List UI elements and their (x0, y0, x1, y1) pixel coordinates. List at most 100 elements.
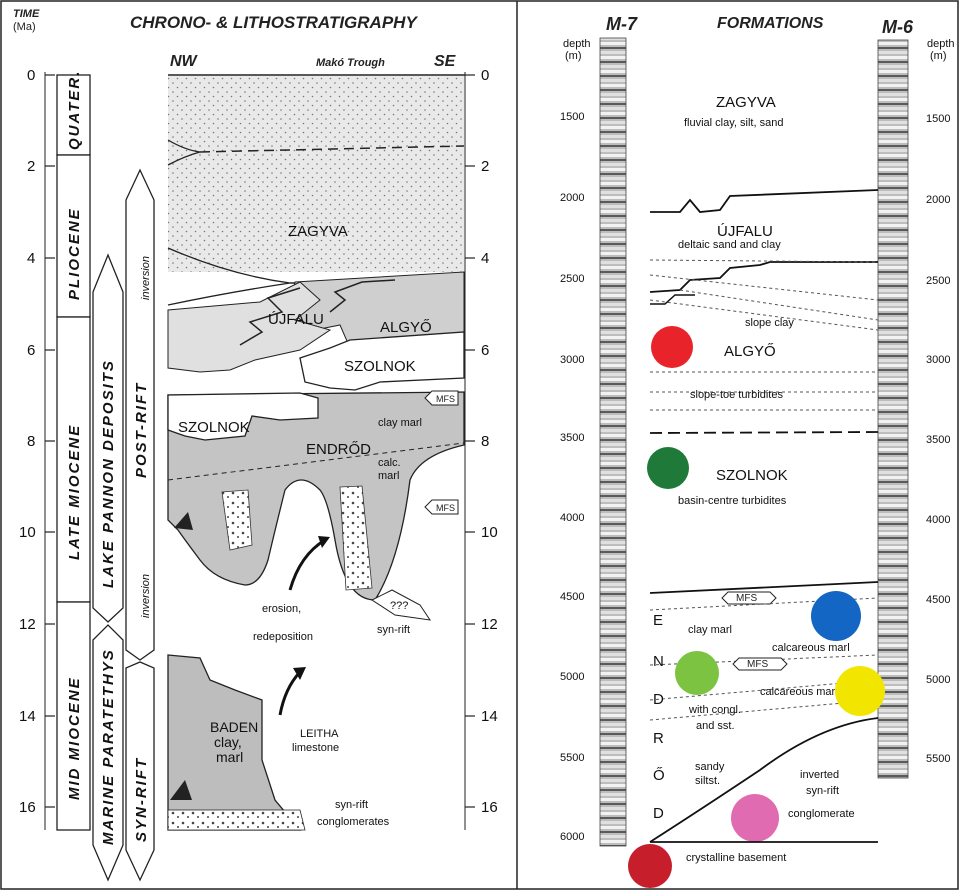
depth-1500: 1500 (560, 111, 584, 123)
tick-2: 2 (27, 158, 35, 175)
rdepth-3000: 3000 (926, 354, 950, 366)
rtick-8: 8 (481, 433, 489, 450)
r-slope-toe: slope-toe turbidites (690, 389, 783, 401)
rtick-10: 10 (481, 524, 498, 541)
epoch-late-miocene: LATE MIOCENE (66, 424, 83, 560)
depth-label-right: depth (927, 38, 955, 50)
calc-marl-label-1: calc. (378, 457, 401, 469)
tick-10: 10 (19, 524, 36, 541)
zagyva-label: ZAGYVA (288, 223, 348, 240)
rdepth-3500: 3500 (926, 434, 950, 446)
epoch-quaternary: QUATER. (66, 70, 83, 150)
rtick-4: 4 (481, 250, 489, 267)
epoch-mid-miocene: MID MIOCENE (66, 676, 83, 800)
depth-4000: 4000 (560, 512, 584, 524)
tick-14: 14 (19, 708, 36, 725)
r-inv-3: conglomerate (788, 808, 855, 820)
rdepth-2000: 2000 (926, 194, 950, 206)
r-zagyva: ZAGYVA (716, 94, 776, 111)
baden-label-3: marl (216, 749, 243, 765)
left-panel: TIME (Ma) CHRONO- & LITHOSTRATIGRAPHY 0 … (13, 8, 498, 880)
tick-4: 4 (27, 250, 35, 267)
left-title: CHRONO- & LITHOSTRATIGRAPHY (130, 13, 418, 32)
zagyva-body (168, 76, 464, 272)
rtick-16: 16 (481, 799, 498, 816)
rtick-14: 14 (481, 708, 498, 725)
depth-scale-left: 1500 2000 2500 3000 3500 4000 4500 5000 … (560, 111, 584, 843)
r-algyo: ALGYŐ (724, 343, 776, 360)
conglom-label-2: conglomerates (317, 816, 390, 828)
dot-basement (628, 844, 672, 888)
endrod-letter-r: R (653, 730, 664, 747)
well-m6-title: M-6 (882, 17, 914, 37)
dot-green (675, 651, 719, 695)
rtick-0: 0 (481, 67, 489, 84)
r-mfs-upper: MFS (736, 593, 757, 604)
basin-lake-pannon: LAKE PANNON DEPOSITS (100, 359, 117, 588)
time-axis-right: 0 2 4 6 8 10 12 14 16 (465, 67, 498, 830)
well-log-m7 (600, 38, 626, 846)
erosion-label-2: redeposition (253, 631, 313, 643)
well-log-m6 (878, 40, 908, 778)
label-mako-trough: Makó Trough (316, 57, 385, 69)
endrod-letter-d2: D (653, 805, 664, 822)
depth-5000: 5000 (560, 671, 584, 683)
depth-scale-right: 1500 2000 2500 3000 3500 4000 4500 5000 … (926, 113, 950, 765)
r-sandy-2: siltst. (695, 775, 720, 787)
endrod-letter-e: E (653, 612, 663, 629)
tick-12: 12 (19, 616, 36, 633)
r-ujfalu: ÚJFALU (717, 223, 773, 240)
depth-3500: 3500 (560, 432, 584, 444)
label-se: SE (434, 53, 457, 70)
r-slope-clay: slope clay (745, 317, 794, 329)
mfs-upper-label: MFS (436, 394, 455, 404)
algyo-label: ALGYŐ (380, 319, 432, 336)
dot-yellow (835, 666, 885, 716)
clay-marl-label: clay marl (378, 417, 422, 429)
calc-marl-label-2: marl (378, 470, 399, 482)
szolnok-lower-label: SZOLNOK (178, 419, 250, 436)
r-calc-marl-1: calcareous marl (772, 642, 850, 654)
r-calc-marl-2: calcareous marl (760, 686, 838, 698)
qqq-label: ??? (390, 600, 408, 612)
rdepth-4000: 4000 (926, 514, 950, 526)
time-unit: (Ma) (13, 21, 36, 33)
r-congl-2: and sst. (696, 720, 735, 732)
formations-title: FORMATIONS (717, 15, 824, 32)
depth-unit-left: (m) (565, 50, 582, 62)
mfs-lower-label: MFS (436, 503, 455, 513)
dot-algyo (651, 326, 693, 368)
endrod-letter-d1: D (653, 691, 664, 708)
r-szolnok-desc: basin-centre turbidites (678, 495, 787, 507)
time-title: TIME (13, 8, 40, 20)
depth-3000: 3000 (560, 354, 584, 366)
tick-8: 8 (27, 433, 35, 450)
ujfalu-label: ÚJFALU (268, 311, 324, 328)
tectonic-post-rift: POST-RIFT (133, 382, 150, 478)
tick-6: 6 (27, 342, 35, 359)
depth-unit-right: (m) (930, 50, 947, 62)
leitha-label-2: limestone (292, 742, 339, 754)
depth-2500: 2500 (560, 273, 584, 285)
depth-4500: 4500 (560, 591, 584, 603)
endrod-letter-n: N (653, 653, 664, 670)
tick-16: 16 (19, 799, 36, 816)
depth-2000: 2000 (560, 192, 584, 204)
r-mfs-lower: MFS (747, 659, 768, 670)
endrod-label: ENDRŐD (306, 441, 371, 458)
epoch-pliocene: PLIOCENE (66, 207, 83, 300)
dot-blue (811, 591, 861, 641)
right-panel: M-7 FORMATIONS M-6 depth (m) depth (m) 1… (560, 14, 955, 888)
baden-label-1: BADEN (210, 719, 258, 735)
r-szolnok: SZOLNOK (716, 467, 788, 484)
r-basement: crystalline basement (686, 852, 786, 864)
r-ujfalu-desc: deltaic sand and clay (678, 239, 781, 251)
rtick-2: 2 (481, 158, 489, 175)
conglom-label-1: syn-rift (335, 799, 368, 811)
rdepth-5500: 5500 (926, 753, 950, 765)
well-m7-title: M-7 (606, 14, 638, 34)
rtick-6: 6 (481, 342, 489, 359)
tectonic-syn-rift: SYN-RIFT (133, 757, 150, 842)
label-nw: NW (170, 53, 199, 70)
